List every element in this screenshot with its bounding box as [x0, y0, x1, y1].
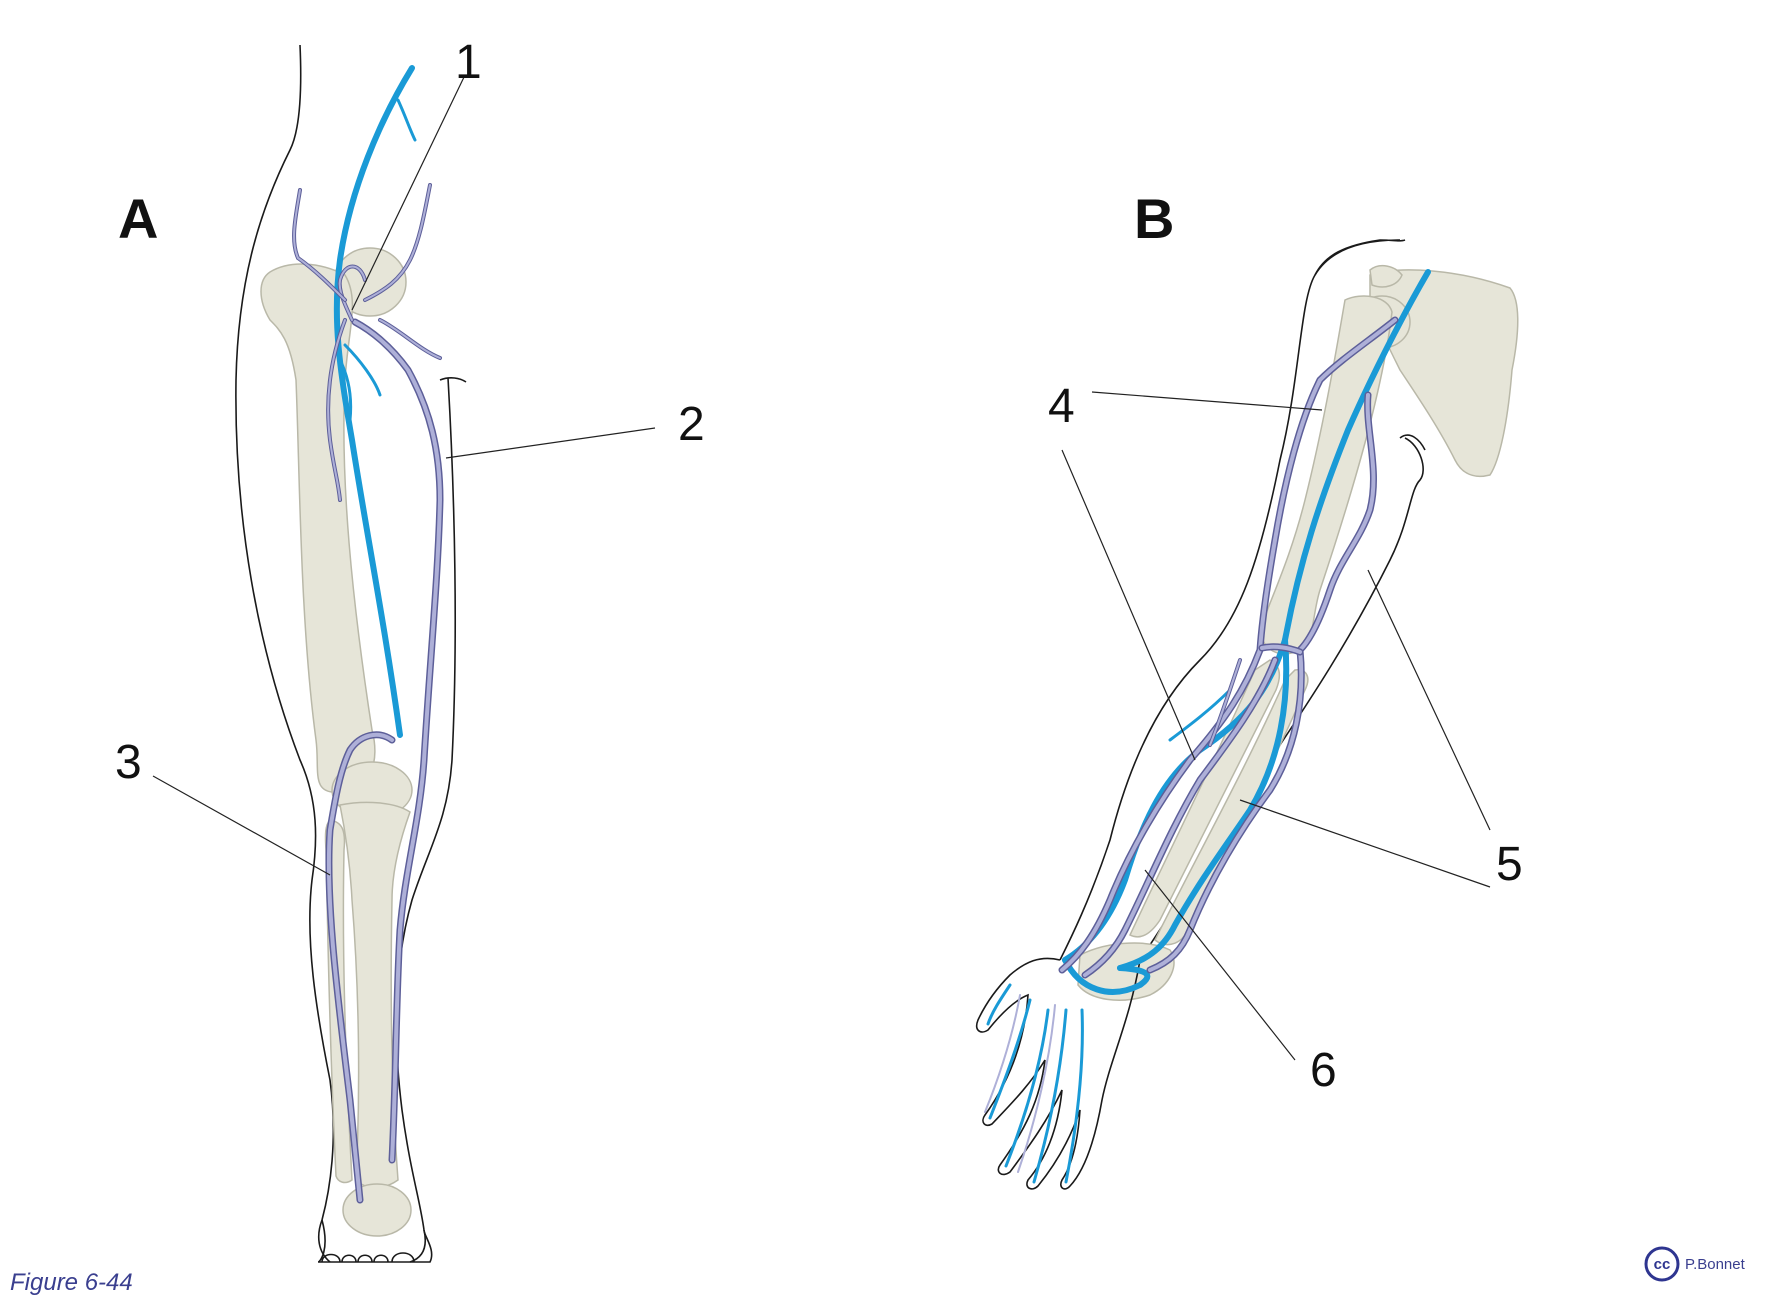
- branch-profunda-2: [338, 358, 353, 422]
- shoulder-outline: [1314, 239, 1406, 276]
- label-3: 3: [115, 736, 142, 789]
- great-saphenous-vein: [351, 318, 444, 1164]
- radius: [1129, 659, 1281, 938]
- panel-a-label: A: [118, 187, 158, 250]
- ulnar-deep-vessel: [1117, 637, 1290, 971]
- credit-text: P.Bonnet: [1685, 1256, 1746, 1273]
- figure-caption: Figure 6-44: [10, 1269, 133, 1296]
- femoral-vessel: [333, 65, 417, 738]
- hand-outline: [975, 957, 1141, 1190]
- hand: [975, 957, 1141, 1190]
- leader-4-b: [1061, 449, 1196, 761]
- panel-a-leg: [152, 44, 656, 1263]
- arm-leaders: [1061, 391, 1491, 1061]
- label-5: 5: [1496, 838, 1523, 891]
- leader-1: [351, 74, 466, 311]
- leg-leaders: [152, 74, 656, 876]
- label-1: 1: [455, 36, 482, 89]
- leg-outline-medial: [395, 377, 457, 1263]
- toes: [321, 1252, 415, 1263]
- axilla-outline: [1399, 434, 1426, 451]
- acromion: [1369, 264, 1403, 288]
- cc-icon: [1644, 1246, 1680, 1282]
- arm-bones: [1077, 264, 1519, 1001]
- label-6: 6: [1310, 1044, 1337, 1097]
- leg-outline-lateral: [235, 44, 335, 1263]
- leader-2: [445, 427, 656, 459]
- leader-6: [1144, 869, 1296, 1061]
- leader-5-b: [1239, 799, 1491, 888]
- femur: [260, 263, 376, 793]
- brachial-deep-vessel: [1282, 269, 1431, 643]
- branch-profunda: [343, 343, 382, 397]
- panel-b-label: B: [1134, 187, 1174, 250]
- median-cubital-vein: [1081, 643, 1304, 979]
- femoral-deep-vessel: [333, 65, 415, 738]
- label-4: 4: [1048, 380, 1075, 433]
- palmar-arch: [1062, 957, 1151, 995]
- small-saphenous-vein: [325, 731, 396, 1204]
- cc-mark-text: cc: [1654, 1256, 1671, 1273]
- branch-upper: [396, 98, 417, 142]
- saphenous-arch-tributaries: [292, 183, 442, 502]
- talus: [342, 1183, 412, 1237]
- leader-5-a: [1367, 569, 1491, 831]
- basilic-vein: [1146, 391, 1377, 974]
- leg-outline-groin: [439, 377, 467, 383]
- license-badge: cc P.Bonnet: [1644, 1246, 1746, 1282]
- leader-3: [152, 775, 331, 876]
- leader-4-a: [1091, 391, 1323, 411]
- panel-b-arm: [975, 239, 1519, 1190]
- label-2: 2: [678, 398, 705, 451]
